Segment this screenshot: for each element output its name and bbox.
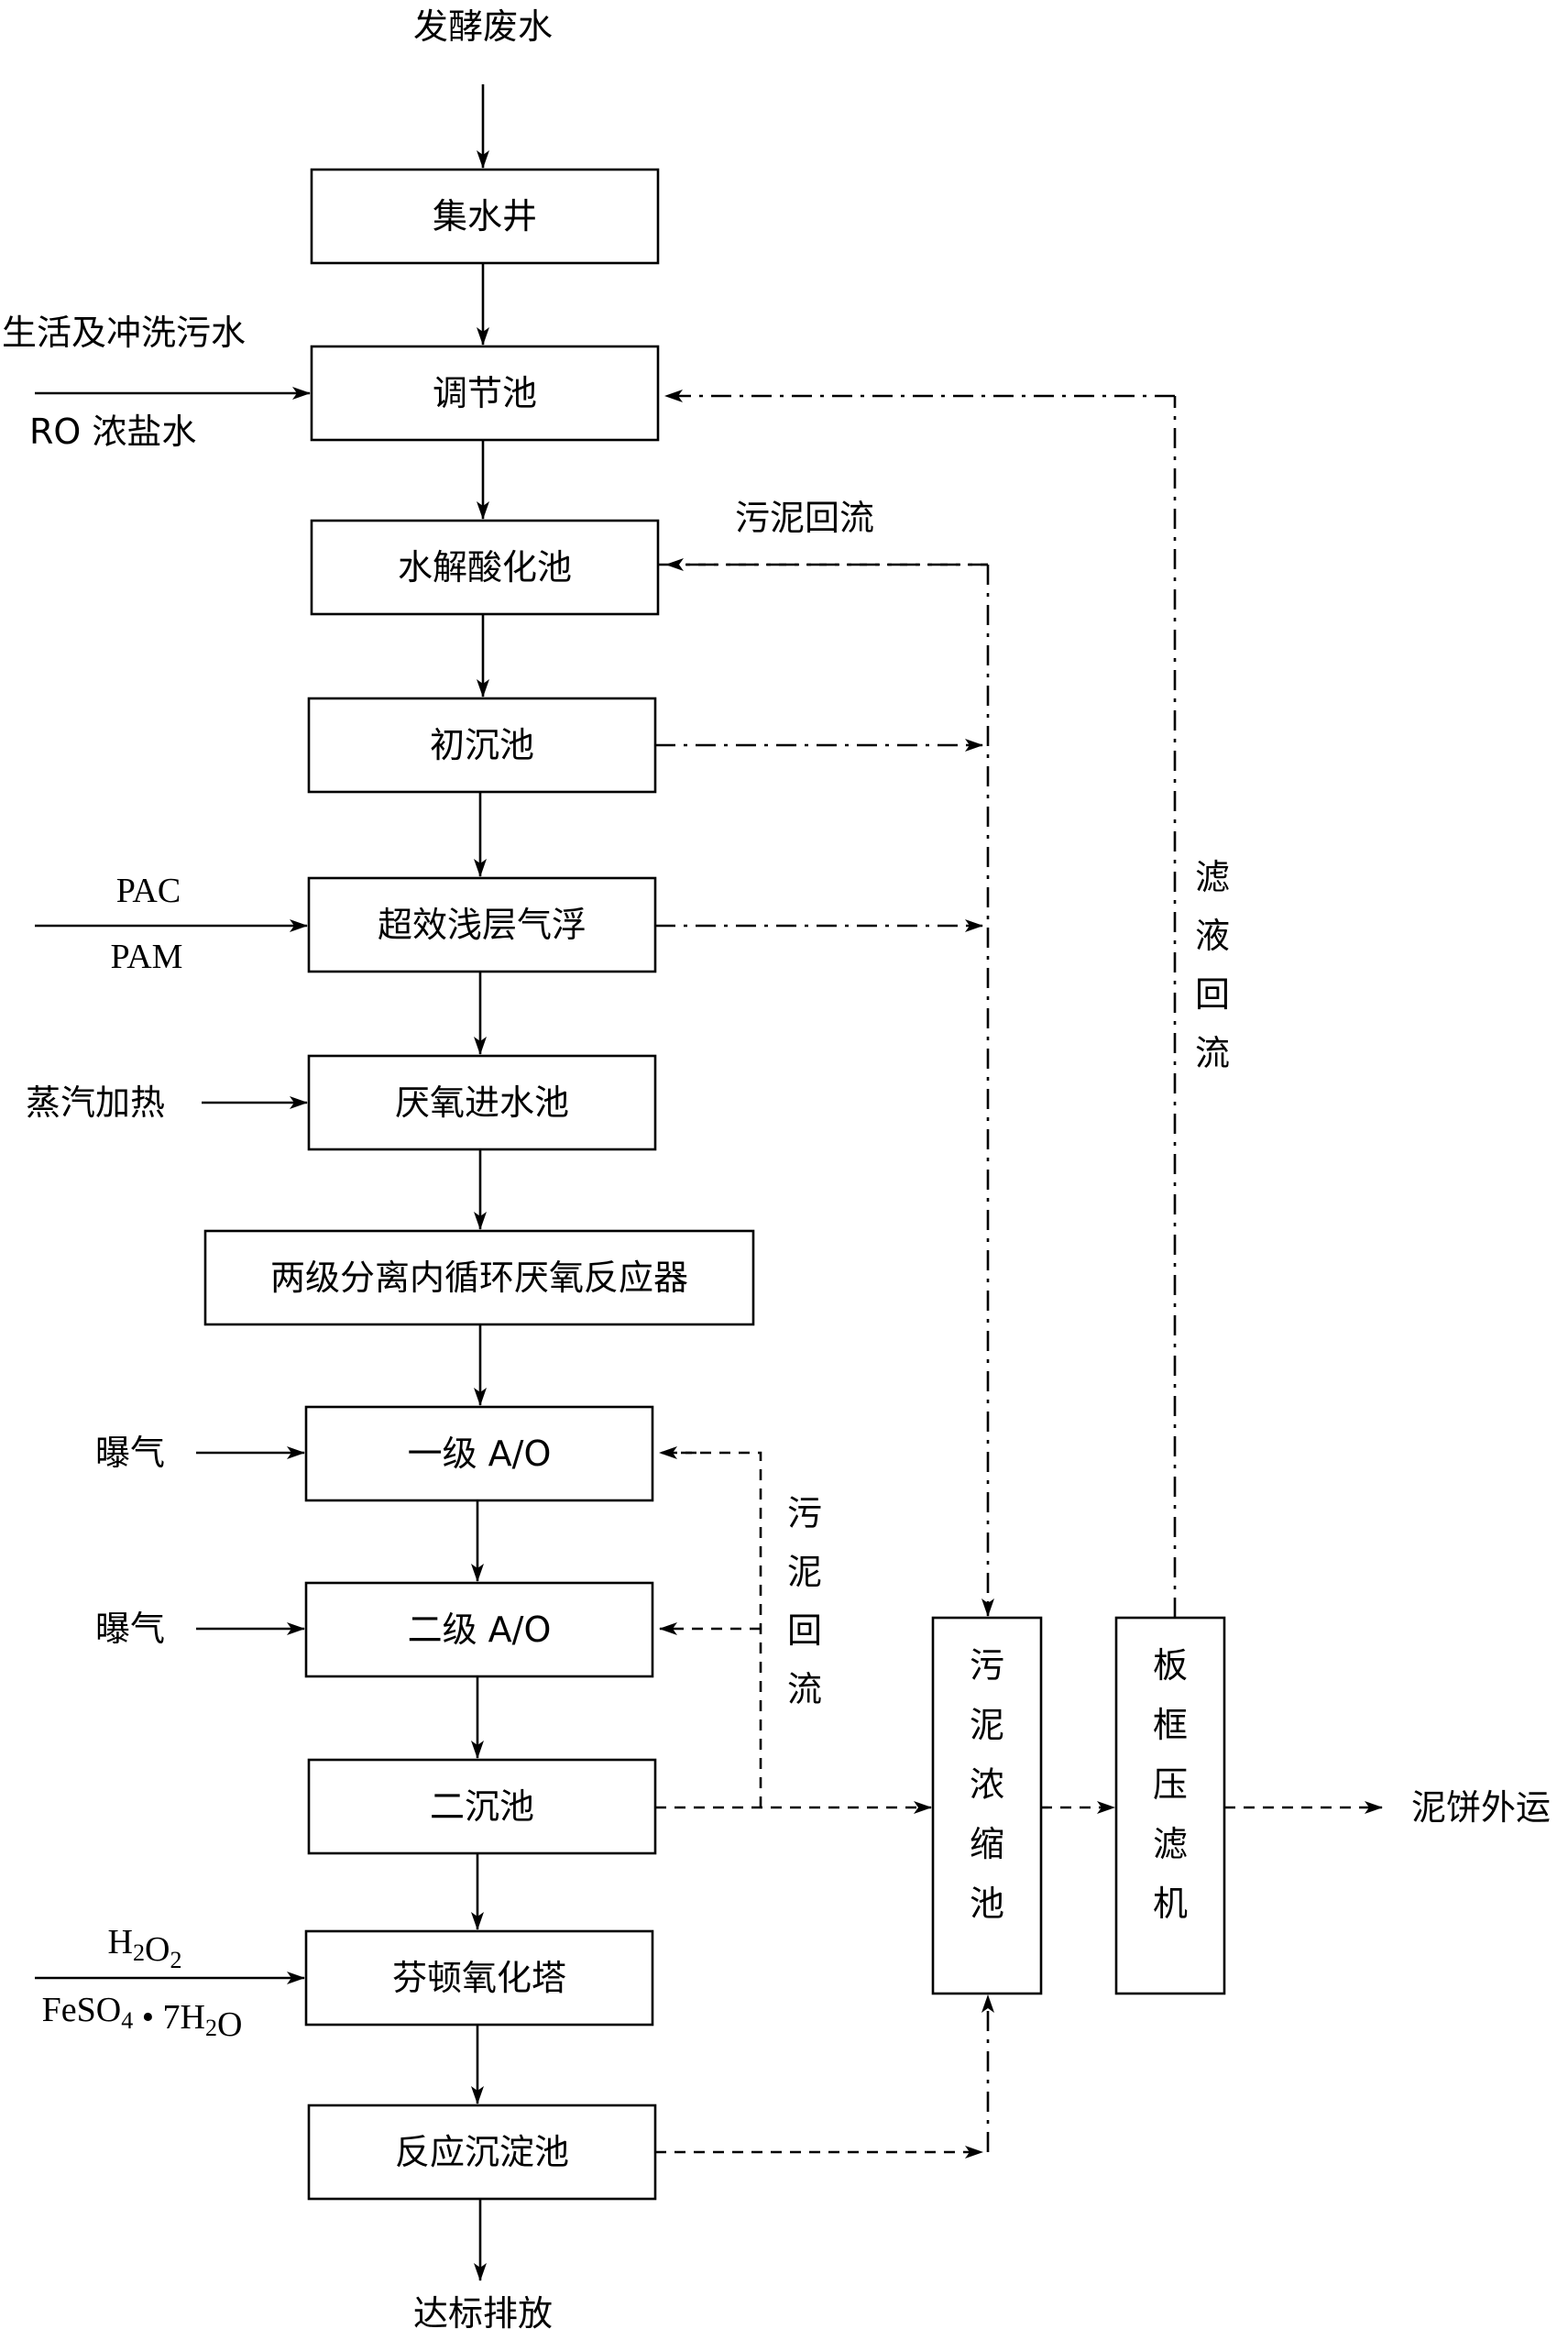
input-label: 发酵废水 — [413, 6, 553, 47]
box-flotation — [307, 876, 657, 973]
label-flotation: 超效浅层气浮 — [378, 905, 587, 945]
label-pam: PAM — [111, 938, 183, 976]
ao-return-char-4: 流 — [787, 1669, 822, 1709]
label-domestic-water: 生活及冲洗污水 — [2, 313, 246, 353]
label-anaerobic-reactor: 两级分离内循环厌氧反应器 — [270, 1258, 688, 1298]
label-fenton: 芬顿氧化塔 — [392, 1958, 566, 1998]
label-sludge-return-top: 污泥回流 — [735, 498, 874, 538]
label-aeration-1: 曝气 — [95, 1433, 165, 1473]
box-sludge-thickener — [931, 1616, 1043, 1995]
filtrate-char-1: 滤 — [1195, 857, 1230, 897]
box-collection-well — [310, 168, 660, 265]
press-char-5: 机 — [1153, 1884, 1188, 1924]
output-label: 达标排放 — [413, 2293, 553, 2334]
thickener-char-4: 缩 — [970, 1824, 1004, 1864]
label-equalization: 调节池 — [433, 373, 537, 413]
label-secondary-settling: 二沉池 — [430, 1786, 534, 1827]
ao-return-char-2: 泥 — [787, 1552, 822, 1592]
box-fenton — [304, 1929, 654, 2027]
label-ao2: 二级 A/O — [408, 1609, 552, 1650]
filtrate-char-4: 流 — [1195, 1033, 1230, 1073]
sludge-return-ao-line — [662, 1451, 762, 1807]
label-feso4: FeSO4 • 7H2O — [42, 1991, 243, 2044]
thickener-char-1: 污 — [970, 1645, 1004, 1686]
box-ao2 — [304, 1581, 654, 1678]
label-ro-brine: RO 浓盐水 — [29, 412, 196, 452]
box-hydrolysis — [310, 519, 660, 616]
label-steam: 蒸汽加热 — [26, 1082, 165, 1123]
press-char-2: 框 — [1153, 1705, 1188, 1745]
filtrate-char-2: 液 — [1195, 916, 1230, 956]
label-collection-well: 集水井 — [433, 196, 537, 236]
label-pac: PAC — [116, 872, 181, 910]
box-filter-press — [1114, 1616, 1226, 1995]
label-aeration-2: 曝气 — [95, 1609, 165, 1649]
press-char-1: 板 — [1153, 1645, 1188, 1686]
thickener-char-2: 泥 — [970, 1705, 1004, 1745]
label-hydrolysis: 水解酸化池 — [398, 547, 572, 588]
label-primary-settling: 初沉池 — [430, 725, 534, 765]
thickener-char-5: 池 — [970, 1884, 1004, 1924]
box-equalization — [310, 345, 660, 442]
label-h2o2: H2O2 — [108, 1923, 182, 1973]
filtrate-char-3: 回 — [1195, 974, 1230, 1015]
label-cake: 泥饼外运 — [1411, 1787, 1551, 1828]
press-char-4: 滤 — [1153, 1824, 1188, 1864]
press-char-3: 压 — [1153, 1764, 1188, 1805]
label-ao1: 一级 A/O — [408, 1434, 552, 1474]
ao-return-char-1: 污 — [787, 1493, 822, 1533]
box-ao1 — [304, 1405, 654, 1502]
box-secondary-settling — [307, 1758, 657, 1855]
box-anaerobic-feed — [307, 1054, 657, 1151]
label-anaerobic-feed: 厌氧进水池 — [395, 1082, 569, 1123]
ao-return-char-3: 回 — [787, 1610, 822, 1651]
label-reaction-settling: 反应沉淀池 — [395, 2132, 569, 2172]
box-reaction-settling — [307, 2104, 657, 2201]
thickener-char-3: 浓 — [970, 1764, 1004, 1805]
